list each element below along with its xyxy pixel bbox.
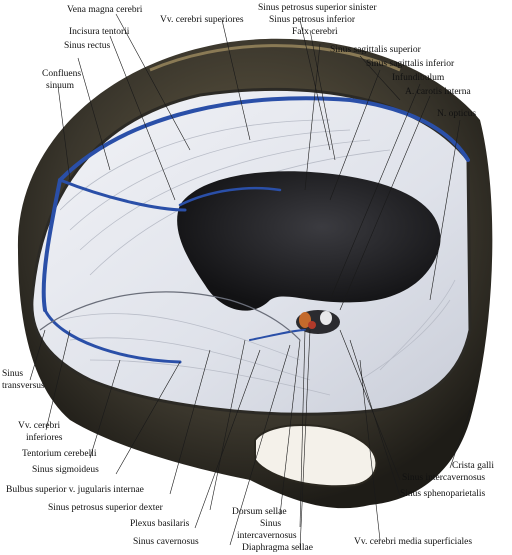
label-sinus-rectus: Sinus rectus <box>64 41 110 51</box>
label-bulbus-superior: Bulbus superior v. jugularis internae <box>6 485 144 495</box>
label-crista-galli: Crista galli <box>452 461 494 471</box>
label-sinus-transversus-line2: transversus <box>2 381 45 391</box>
label-falx-cerebri: Falx cerebri <box>292 27 338 37</box>
label-sinus-petrosus-inferior: Sinus petrosus inferior <box>269 14 356 25</box>
label-confluens-line1: Confluens <box>42 68 81 79</box>
skull-rim-highlight <box>149 44 401 72</box>
label-n-opticus: N. opticus <box>437 109 476 119</box>
label-vv-cerebri-inferiores-line1: Vv. cerebri <box>18 421 60 431</box>
label-diaphragma-sellae: Diaphragma sellae <box>242 543 313 553</box>
label-sinus-transversus-line1: Sinus <box>2 369 23 379</box>
label-vv-cerebri-superiores: Vv. cerebri superiores <box>160 15 244 25</box>
label-dorsum-sellae: Dorsum sellae <box>232 507 287 517</box>
labels: Vena magna cerebri Vv. cerebri superiore… <box>2 3 494 553</box>
label-tentorium-cerebelli: Tentorium cerebelli <box>22 449 97 459</box>
label-sinus-sigmoideus: Sinus sigmoideus <box>32 465 99 475</box>
label-sinus-petrosus-superior-sinister: Sinus petrosus superior sinister <box>258 3 377 13</box>
label-sinus-petrosus-superior-dexter: Sinus petrosus superior dexter <box>48 503 164 513</box>
label-incisura-tentorii: Incisura tentorii <box>69 27 130 37</box>
leader-lines <box>29 13 471 550</box>
label-sinus-sphenoparietalis: Sinus sphenoparietalis <box>400 489 486 499</box>
label-sinus-cavernosus: Sinus cavernosus <box>133 537 199 547</box>
label-infundibulum: Infundibulum <box>392 72 445 83</box>
venous-sinuses <box>41 96 470 364</box>
sella-region <box>296 310 340 334</box>
label-sinus-sagittalis-superior: Sinus sagittalis superior <box>330 45 422 55</box>
label-sinus-intercavernosus-bottom-line2: intercavernosus <box>237 531 297 541</box>
label-vv-cerebri-inferiores-line2: inferiores <box>26 432 63 443</box>
label-plexus-basilaris: Plexus basilaris <box>130 519 190 529</box>
label-a-carotis-interna: A. carotis interna <box>405 87 471 97</box>
label-vv-cerebri-media-superficiales: Vv. cerebri media superficiales <box>354 536 472 547</box>
label-sinus-intercavernosus: Sinus intercavernosus <box>402 473 485 483</box>
tentorium <box>39 291 301 341</box>
label-sinus-sagittalis-inferior: Sinus sagittalis inferior <box>366 58 455 69</box>
skull-base <box>254 424 378 488</box>
label-vena-magna-cerebri: Vena magna cerebri <box>67 5 143 15</box>
label-sinus-intercavernosus-bottom-line1: Sinus <box>260 519 281 529</box>
label-confluens-line2: sinuum <box>46 81 75 91</box>
cranial-cavity <box>177 171 441 311</box>
